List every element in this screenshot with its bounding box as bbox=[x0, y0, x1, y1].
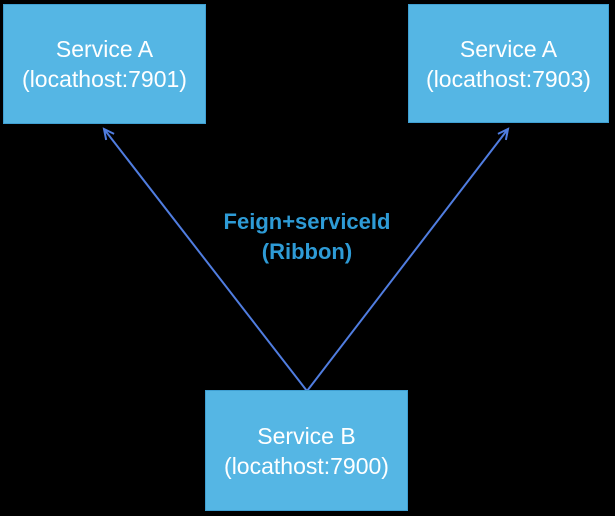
node-service-b-7900-title: Service B bbox=[257, 422, 356, 449]
edge-label: Feign+serviceId (Ribbon) bbox=[224, 207, 391, 267]
node-service-b-7900-host: (locathost:7900) bbox=[224, 452, 389, 479]
edge-label-line2: (Ribbon) bbox=[261, 239, 353, 264]
node-service-b-7900: Service B (locathost:7900) bbox=[205, 390, 408, 511]
edge-label-line1: Feign+serviceId bbox=[223, 209, 391, 234]
node-service-a-7901-title: Service A bbox=[55, 36, 154, 62]
node-service-a-7901: Service A (locathost:7901) bbox=[3, 4, 206, 124]
node-service-a-7901-host: (locathost:7901) bbox=[22, 66, 187, 92]
node-service-a-7903-host: (locathost:7903) bbox=[426, 65, 591, 92]
node-service-a-7903: Service A (locathost:7903) bbox=[408, 4, 609, 123]
node-service-a-7903-title: Service A bbox=[459, 35, 558, 62]
